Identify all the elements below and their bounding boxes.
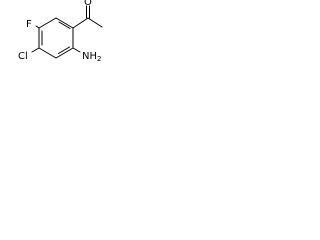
ring-bond-c1-c2 — [55, 17, 74, 29]
ring-double-bond-inner-1 — [58, 21, 71, 29]
fluorine-label: F — [26, 19, 32, 30]
amine-label-main: NH — [82, 51, 97, 62]
amine-label-subscript: 2 — [97, 55, 101, 63]
chlorine-bond — [31, 47, 40, 53]
acetyl-bond — [72, 17, 89, 29]
ring-double-bond-inner-2 — [58, 46, 70, 54]
molecule-structure: F Cl NH2 O — [18, 0, 103, 63]
ring-bond-c6-c1 — [38, 17, 57, 29]
amine-bond — [72, 47, 81, 53]
chlorine-label: Cl — [18, 51, 28, 62]
carbonyl-oxygen-label: O — [84, 0, 92, 8]
ring-bond-c4-c5 — [38, 47, 57, 59]
fluorine-bond — [35, 25, 40, 29]
amine-label: NH2 — [82, 51, 101, 63]
structure-canvas: F Cl NH2 O — [0, 0, 104, 77]
methyl-bond — [87, 17, 103, 28]
ring-bond-c3-c4 — [55, 47, 74, 59]
